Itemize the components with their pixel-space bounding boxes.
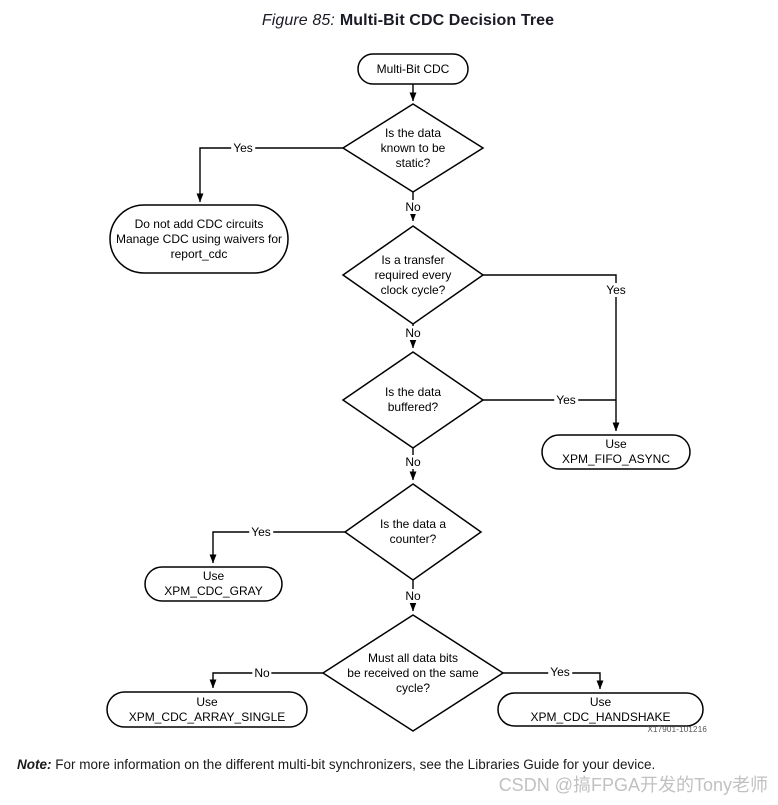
flowchart-canvas [106, 53, 704, 732]
edge-label-counter-no: No [403, 589, 423, 603]
edge-label-samecycle-yes: Yes [548, 665, 572, 679]
start-node-shape [357, 53, 469, 85]
footnote-text: For more information on the different mu… [51, 757, 656, 772]
figure-name: Multi-Bit CDC Decision Tree [339, 12, 555, 29]
edge-label-transfer-yes: Yes [604, 283, 628, 297]
footnote: Note: For more information on the differ… [17, 755, 749, 774]
start-node-label: Multi-Bit CDC [376, 61, 450, 76]
fifo-async-node-label: Use XPM_FIFO_ASYNC [561, 437, 671, 466]
waivers-node-label: Do not add CDC circuits Manage CDC using… [115, 216, 283, 261]
cdc-gray-node-shape [144, 566, 283, 602]
decision-counter-label: Is the data a counter? [379, 517, 447, 546]
decision-buffered-shape [341, 351, 485, 449]
connector-counter-yes-to-gray [209, 531, 345, 564]
connector-transfer-yes-to-fifo [482, 274, 620, 432]
decision-samecycle-shape [321, 614, 505, 732]
decision-samecycle-label: Must all data bits be received on the sa… [347, 650, 479, 695]
decision-counter-shape [343, 483, 483, 581]
connector-samecycle-no-to-arraysingle [209, 672, 323, 689]
edge-label-static-yes: Yes [231, 141, 255, 155]
edge-label-buffered-no: No [403, 455, 423, 469]
edge-label-static-no: No [403, 200, 423, 214]
edge-label-counter-yes: Yes [249, 525, 273, 539]
connector-samecycle-yes-to-handshake [503, 672, 604, 690]
cdc-array-single-node-shape [106, 691, 308, 728]
watermark: CSDN @搞FPGA开发的Tony老师 [498, 775, 768, 795]
edge-label-buffered-yes: Yes [554, 393, 578, 407]
cdc-array-single-node-label: Use XPM_CDC_ARRAY_SINGLE [128, 694, 286, 724]
figure-number: Figure 85: [261, 12, 335, 29]
connector-static-yes-to-waivers [196, 147, 343, 203]
waivers-node-shape [109, 204, 289, 274]
decision-transfer-shape [341, 225, 485, 325]
fifo-async-node-shape [541, 434, 691, 470]
cdc-gray-node-label: Use XPM_CDC_GRAY [164, 569, 263, 598]
edge-label-samecycle-no: No [252, 666, 272, 680]
decision-transfer-label: Is a transfer required every clock cycle… [374, 252, 452, 297]
figure-title: Figure 85:Multi-Bit CDC Decision Tree [38, 12, 778, 30]
footnote-prefix: Note: [17, 757, 52, 772]
decision-static-shape [341, 103, 485, 193]
cdc-handshake-node-shape [497, 692, 704, 727]
figure-id: X17901-101216 [647, 725, 707, 734]
cdc-handshake-node-label: Use XPM_CDC_HANDSHAKE [530, 694, 671, 724]
decision-static-label: Is the data known to be static? [380, 125, 446, 170]
edge-label-transfer-no: No [403, 326, 423, 340]
decision-buffered-label: Is the data buffered? [384, 385, 442, 414]
